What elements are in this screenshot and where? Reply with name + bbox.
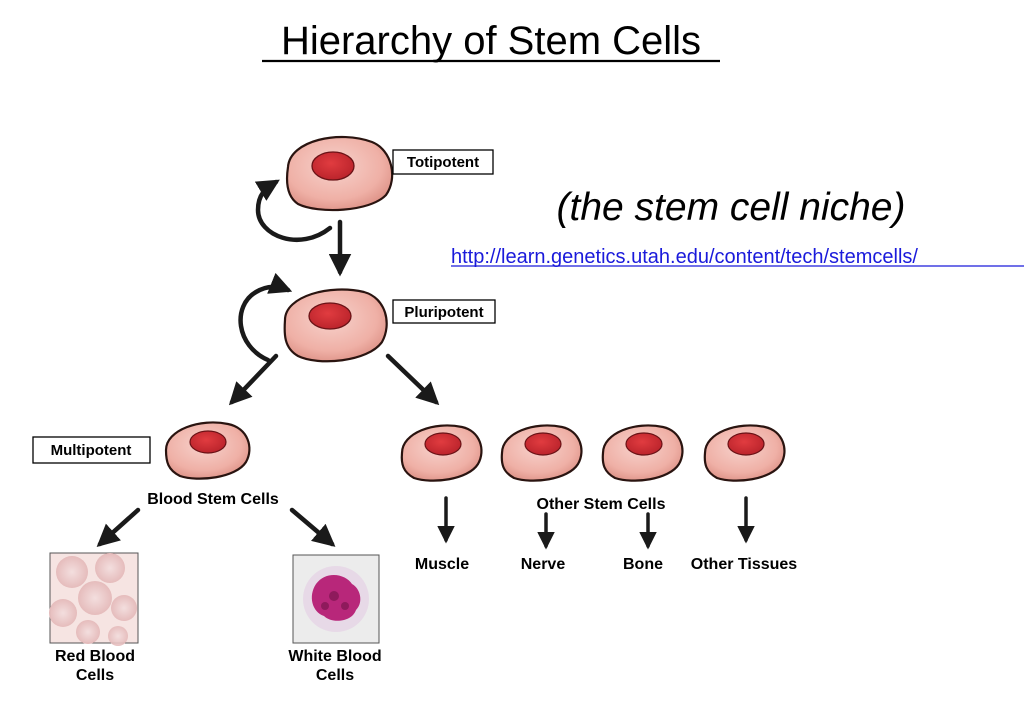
muscle-stem-cell bbox=[400, 424, 483, 482]
other-stem-cells-label: Other Stem Cells bbox=[537, 496, 666, 513]
pluripotent-to-other-stem-cells-arrow bbox=[385, 353, 440, 406]
pluripotent-label-box bbox=[392, 299, 496, 324]
bone-label: Bone bbox=[623, 556, 663, 573]
other-tissues-label: Other Tissues bbox=[691, 556, 798, 573]
red-blood-cells-image bbox=[49, 552, 139, 646]
to-red-blood-cells-arrow bbox=[96, 507, 141, 548]
totipotent-label-box bbox=[392, 149, 494, 175]
white-blood-cells-label-line2: Cells bbox=[316, 667, 354, 684]
to-white-blood-cells-arrow bbox=[289, 507, 336, 547]
stem-cell-niche-subtitle: (the stem cell niche) bbox=[557, 186, 906, 229]
white-blood-cells-label-line1: White Blood bbox=[288, 648, 381, 665]
muscle-label: Muscle bbox=[415, 556, 469, 573]
totipotent-label: Totipotent bbox=[407, 154, 479, 171]
totipotent-cell bbox=[285, 135, 394, 212]
pluripotent-self-renewal-arrow bbox=[238, 272, 293, 363]
blood-stem-cell bbox=[164, 421, 251, 480]
other-tissue-stem-cell bbox=[703, 424, 786, 482]
source-link[interactable]: http://learn.genetics.utah.edu/content/t… bbox=[451, 246, 918, 268]
white-blood-cell-image bbox=[292, 554, 380, 644]
totipotent-self-renewal-arrow bbox=[254, 179, 333, 243]
red-blood-cells-label-line2: Cells bbox=[76, 667, 114, 684]
pluripotent-to-multipotent-arrow bbox=[228, 353, 279, 406]
multipotent-label-box bbox=[32, 436, 151, 464]
blood-stem-cells-label: Blood Stem Cells bbox=[147, 491, 279, 508]
bone-stem-cell bbox=[601, 424, 684, 482]
pluripotent-label: Pluripotent bbox=[404, 304, 483, 321]
nerve-stem-cell bbox=[500, 424, 583, 482]
page-title: Hierarchy of Stem Cells bbox=[281, 19, 701, 63]
pluripotent-cell bbox=[283, 288, 388, 363]
multipotent-label: Multipotent bbox=[51, 442, 132, 459]
nerve-label: Nerve bbox=[521, 556, 566, 573]
red-blood-cells-label-line1: Red Blood bbox=[55, 648, 135, 665]
